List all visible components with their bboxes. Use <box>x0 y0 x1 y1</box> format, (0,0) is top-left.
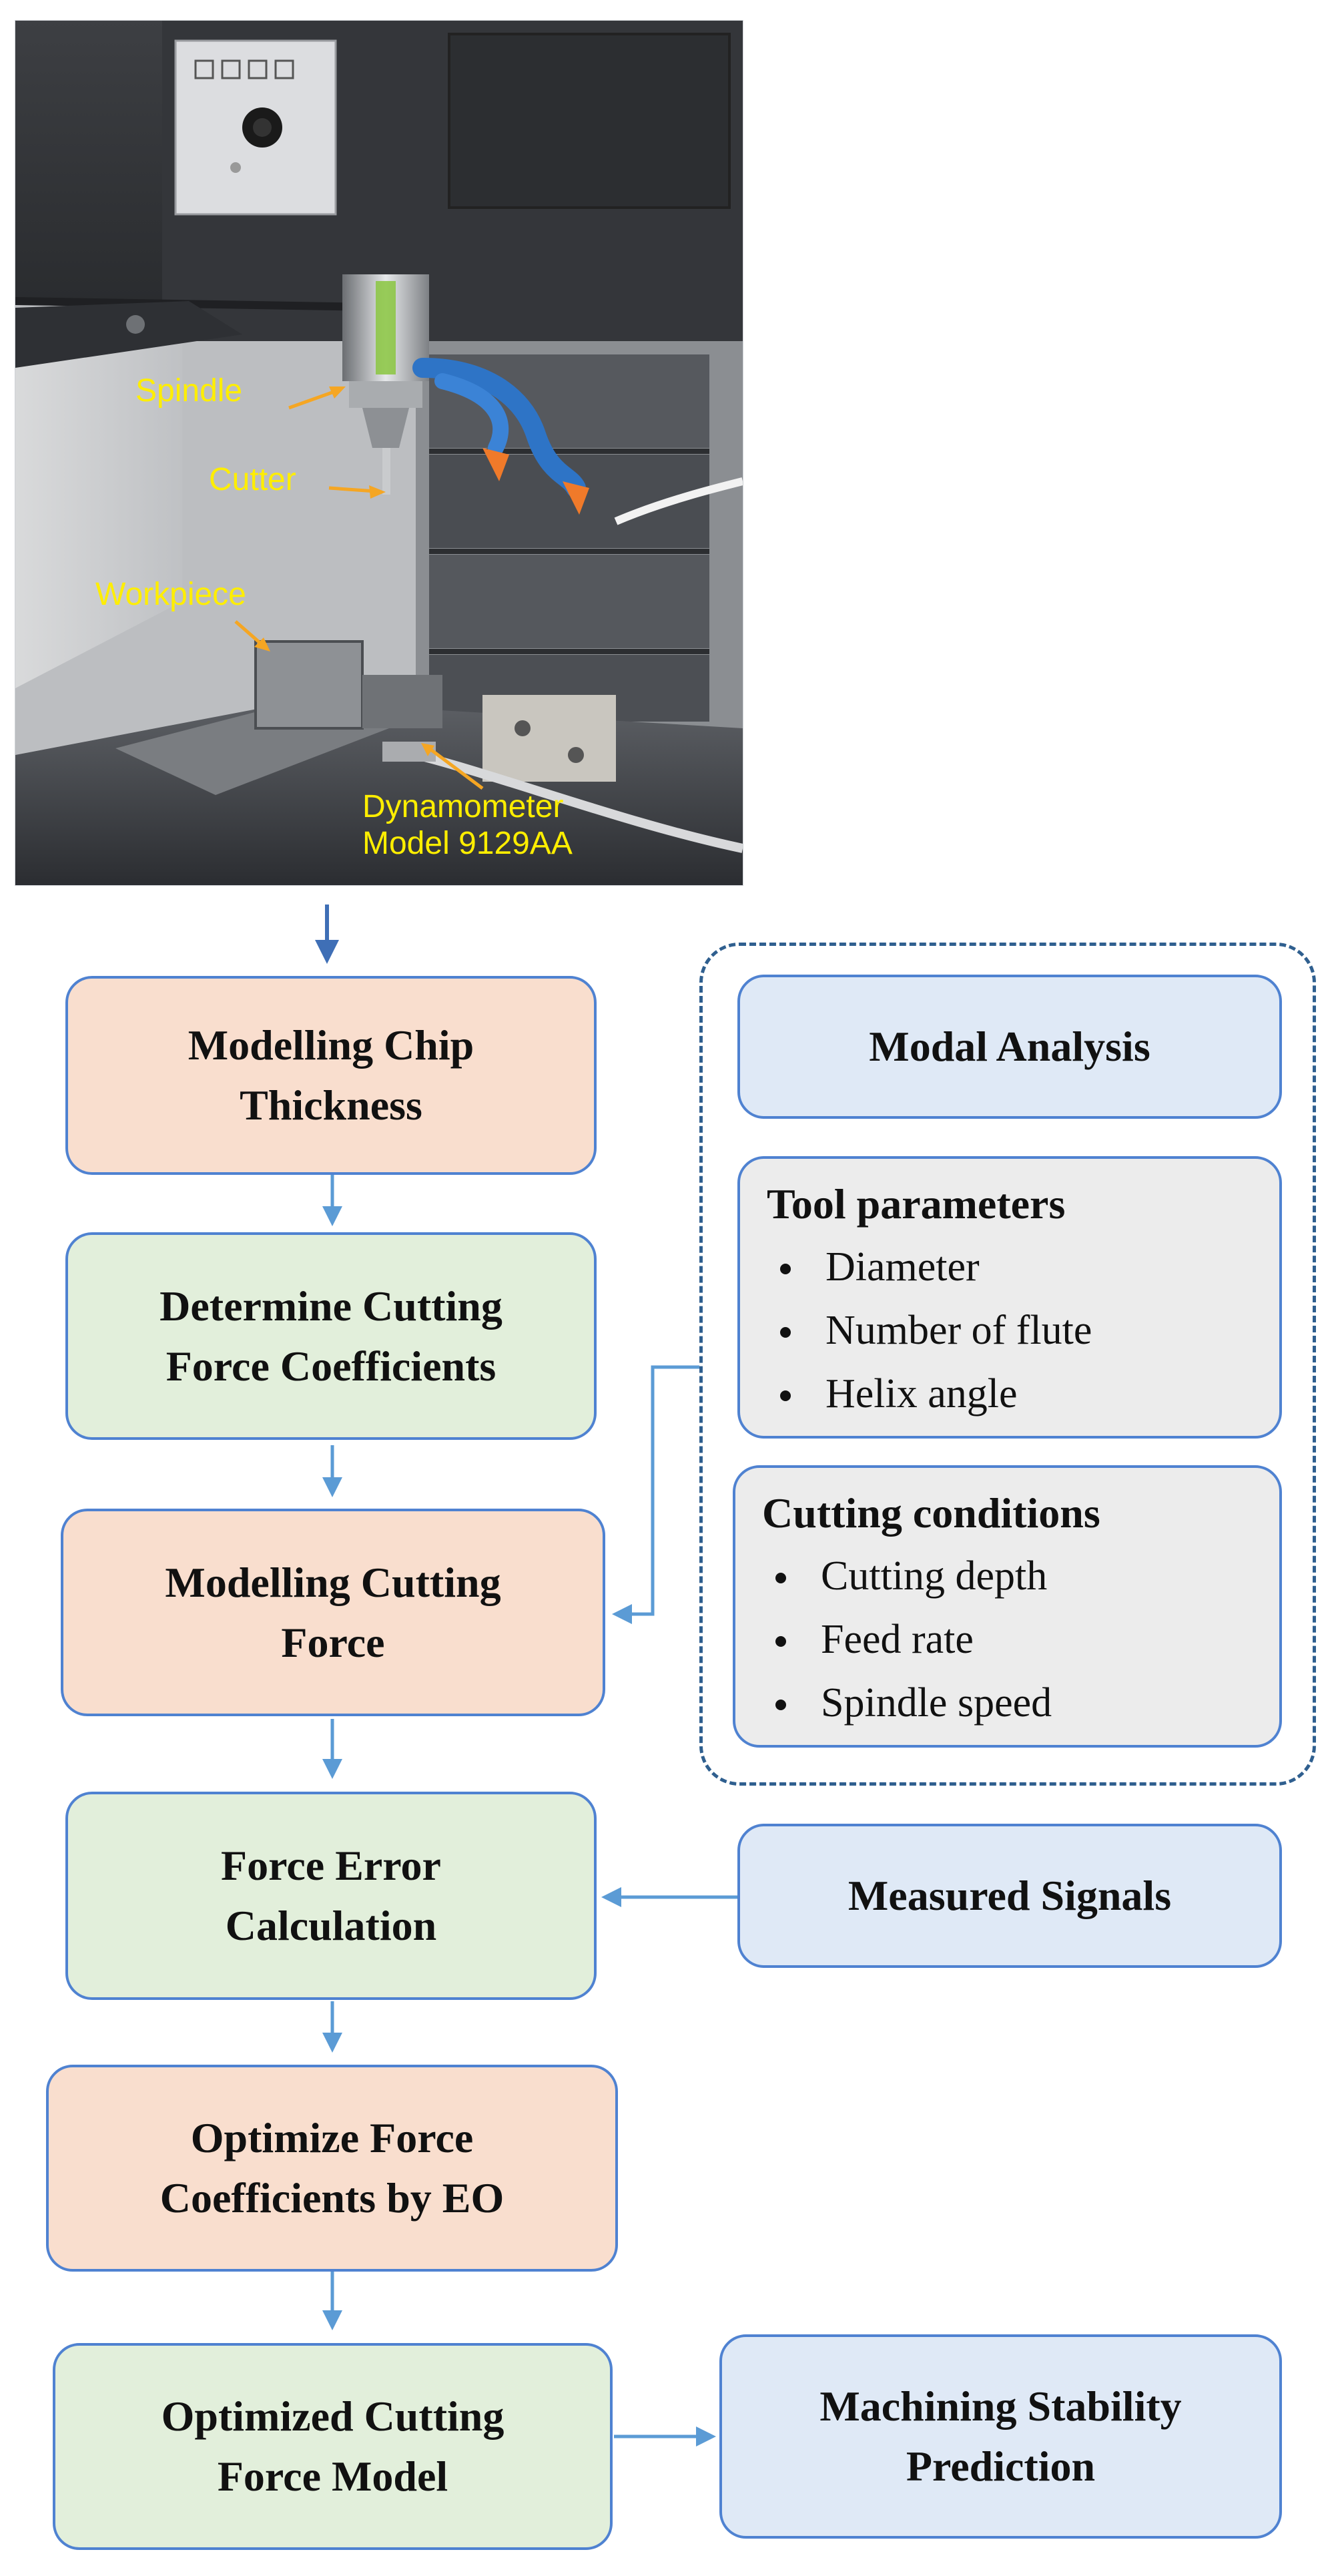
dynamometer-label-line2: Model 9129AA <box>362 826 573 862</box>
cutting-cond-feed: Feed rate <box>762 1608 1253 1671</box>
node-stability-line2: Prediction <box>906 2442 1096 2490</box>
node-error-line2: Calculation <box>225 1902 437 1949</box>
node-modelling-cutting-force: Modelling Cutting Force <box>61 1509 605 1716</box>
node-coeff-line2: Force Coefficients <box>165 1342 496 1390</box>
workpiece-label: Workpiece <box>95 577 246 612</box>
tool-parameters-list: Diameter Number of flute Helix angle <box>767 1236 1253 1426</box>
node-optimize-line1: Optimize Force <box>190 2114 474 2162</box>
node-modal-label: Modal Analysis <box>869 1023 1150 1071</box>
node-optimized-cutting-force-model: Optimized Cutting Force Model <box>53 2343 613 2550</box>
node-modal-analysis: Modal Analysis <box>737 975 1282 1119</box>
tool-param-helix: Helix angle <box>767 1362 1253 1426</box>
spindle-label: Spindle <box>135 373 243 409</box>
machine-photo: Spindle Cutter Workpiece Dynamometer Mod… <box>15 20 743 886</box>
panel-cutting-conditions: Cutting conditions Cutting depth Feed ra… <box>733 1465 1282 1748</box>
node-chip-line1: Modelling Chip <box>188 1021 474 1069</box>
node-coeff-line1: Determine Cutting <box>159 1282 502 1330</box>
node-determine-cutting-force-coefficients: Determine Cutting Force Coefficients <box>65 1232 597 1440</box>
node-optimized-line1: Optimized Cutting <box>161 2392 505 2440</box>
node-force-line1: Modelling Cutting <box>165 1558 501 1606</box>
machine-illustration <box>15 21 743 885</box>
node-optimized-line2: Force Model <box>217 2453 448 2500</box>
tool-parameters-title: Tool parameters <box>767 1180 1066 1228</box>
node-force-line2: Force <box>281 1618 385 1666</box>
dynamometer-label-line1: Dynamometer <box>362 789 564 824</box>
node-measured-signals: Measured Signals <box>737 1824 1282 1968</box>
cutting-conditions-title: Cutting conditions <box>762 1489 1100 1537</box>
tool-param-diameter: Diameter <box>767 1236 1253 1299</box>
parameters-group <box>699 943 1316 1786</box>
node-force-error-calculation: Force Error Calculation <box>65 1792 597 2000</box>
dynamometer-label: Dynamometer Model 9129AA <box>362 788 573 862</box>
node-measured-label: Measured Signals <box>848 1872 1172 1920</box>
cutting-cond-depth: Cutting depth <box>762 1545 1253 1608</box>
node-error-line1: Force Error <box>221 1842 441 1890</box>
node-machining-stability-prediction: Machining Stability Prediction <box>719 2334 1282 2539</box>
node-optimize-force-coefficients: Optimize Force Coefficients by EO <box>46 2065 618 2272</box>
cutting-conditions-list: Cutting depth Feed rate Spindle speed <box>762 1545 1253 1735</box>
cutting-cond-speed: Spindle speed <box>762 1671 1253 1735</box>
tool-param-flutes: Number of flute <box>767 1299 1253 1362</box>
node-optimize-line2: Coefficients by EO <box>159 2174 505 2222</box>
panel-tool-parameters: Tool parameters Diameter Number of flute… <box>737 1156 1282 1439</box>
cutter-label: Cutter <box>209 462 296 497</box>
arrow-params-to-force <box>612 1365 699 1624</box>
node-stability-line1: Machining Stability <box>819 2382 1182 2430</box>
node-chip-line2: Thickness <box>240 1081 422 1129</box>
node-modelling-chip-thickness: Modelling Chip Thickness <box>65 976 597 1175</box>
